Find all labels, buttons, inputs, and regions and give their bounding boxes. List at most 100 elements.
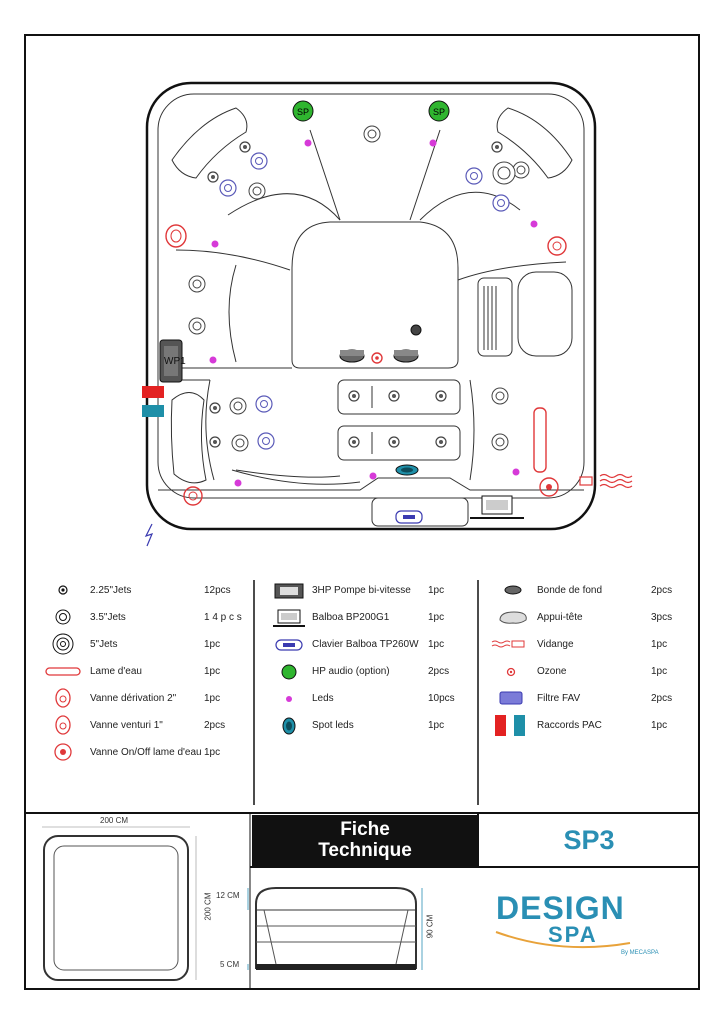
legend-quantity: 3pcs — [651, 611, 673, 623]
legend-item: Clavier Balboa TP260W 1pc — [282, 634, 482, 654]
jet-bar — [337, 379, 461, 415]
legend-label: Bonde de fond — [537, 584, 603, 596]
medium-jet-icon — [219, 179, 237, 197]
legend-item: Appui-tête 3pcs — [505, 607, 705, 627]
filter-icon — [499, 691, 523, 705]
led-icon — [530, 220, 538, 228]
diverter-valve-icon — [165, 224, 187, 248]
control-box-icon — [470, 495, 524, 519]
led-icon — [429, 139, 437, 147]
pac-blue-connector — [142, 405, 164, 417]
medium-jet-icon — [248, 182, 266, 200]
legend-label: Clavier Balboa TP260W — [312, 638, 419, 650]
led-icon — [369, 472, 377, 480]
diverter-valve-icon — [55, 688, 71, 708]
legend-label: Raccords PAC — [537, 719, 602, 731]
medium-jet-icon — [492, 194, 510, 212]
legend-label: 5"Jets — [90, 638, 118, 650]
legend-label: Leds — [312, 692, 334, 704]
medium-jet-icon — [188, 317, 206, 335]
led-icon — [286, 696, 292, 702]
legend-quantity: 2pcs — [651, 584, 673, 596]
side-depth-dimension: 200 CM — [203, 892, 213, 921]
control-box-icon — [273, 609, 305, 627]
keypad-icon — [395, 510, 423, 524]
title-line-1: Fiche — [340, 819, 390, 840]
headrest — [171, 107, 248, 179]
legend-quantity: 1pc — [204, 638, 221, 650]
legend-quantity: 2pcs — [204, 719, 226, 731]
medium-jet-icon — [491, 387, 509, 405]
logo-swoosh — [495, 931, 631, 949]
legend-label: Appui-tête — [537, 611, 583, 623]
jet-bar — [337, 425, 461, 461]
venturi-valve-icon — [183, 486, 203, 506]
keypad-icon — [275, 639, 303, 651]
led-icon — [211, 240, 219, 248]
legend-label: Ozone — [537, 665, 567, 677]
legend-quantity: 1pc — [428, 638, 445, 650]
legend-quantity: 1pc — [651, 638, 668, 650]
legend-quantity: 1pc — [204, 692, 221, 704]
legend-quantity: 1pc — [428, 584, 445, 596]
side-view — [247, 887, 423, 970]
floor-drain-icon — [504, 585, 522, 595]
spa-outer-shell — [145, 81, 597, 531]
svg-text:SP: SP — [297, 107, 309, 117]
speaker-right-icon: SP — [428, 100, 450, 122]
drain-icon — [579, 473, 633, 489]
legend-quantity: 2pcs — [428, 665, 450, 677]
logo-byline: By MECASPA — [621, 950, 659, 956]
small-jet-icon — [58, 585, 68, 595]
small-jet-icon — [410, 324, 422, 336]
legend-icons — [45, 583, 527, 761]
legend-item: Vanne dérivation 2"1pc — [58, 688, 258, 708]
spot-led-icon — [395, 464, 419, 476]
venturi-valve-icon — [55, 715, 71, 735]
legend-quantity: 1pc — [204, 665, 221, 677]
pac-red-icon — [495, 715, 506, 736]
legend-item: Raccords PAC 1pc — [505, 715, 705, 735]
waterfall-icon — [45, 667, 81, 676]
svg-text:WP1: WP1 — [164, 356, 186, 367]
legend-label: Vanne venturi 1" — [90, 719, 163, 731]
speaker-icon — [281, 664, 297, 680]
footwell — [291, 221, 459, 369]
legend-label: Filtre FAV — [537, 692, 581, 704]
legend-label: Vanne On/Off lame d'eau — [90, 746, 202, 758]
medium-jet-icon — [55, 609, 71, 625]
pump-icon — [274, 583, 304, 599]
legend-label: Balboa BP200G1 — [312, 611, 390, 623]
medium-jet-icon — [229, 397, 247, 415]
logo-line-1: DESIGN — [496, 890, 625, 926]
legend-item: Lame d'eau 1pc — [58, 661, 258, 681]
top-width-dimension: 200 CM — [100, 816, 129, 825]
floor-drain-icon — [339, 349, 365, 363]
keypad-recess — [371, 497, 469, 527]
headrest — [496, 107, 573, 179]
large-jet-icon — [492, 161, 516, 185]
lounger-headrest — [517, 271, 573, 357]
lounger-grille — [477, 277, 513, 357]
led-icon — [512, 468, 520, 476]
medium-jet-icon — [491, 433, 509, 451]
small-top-view — [43, 835, 189, 981]
total-height-dimension: 90 CM — [425, 914, 435, 939]
drain-icon — [491, 640, 525, 648]
led-icon — [209, 356, 217, 364]
venturi-valve-icon — [547, 236, 567, 256]
headrest — [170, 392, 207, 484]
legend-quantity: 1pc — [651, 719, 668, 731]
pac-red-connector — [142, 386, 164, 398]
headrest-icon — [499, 611, 527, 624]
medium-jet-icon — [188, 275, 206, 293]
legend-item: Vanne venturi 1" 2pcs — [58, 715, 258, 735]
legend-label: Lame d'eau — [90, 665, 142, 677]
